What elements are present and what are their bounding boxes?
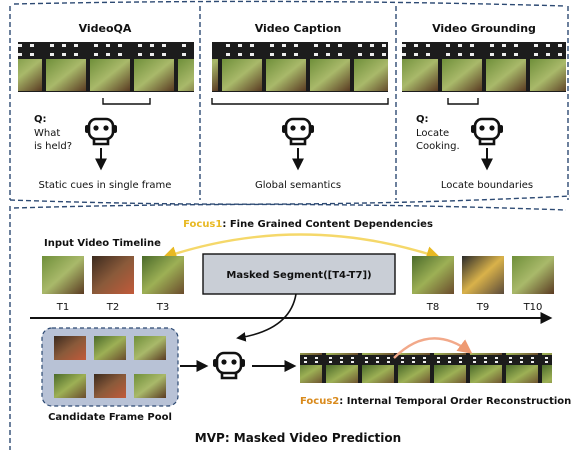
- videoqa-q-line2: is held?: [34, 141, 72, 152]
- candidate-frame: [94, 336, 126, 360]
- mvp-title: MVP: Masked Video Prediction: [195, 431, 401, 445]
- focus1-arc: [162, 233, 441, 261]
- candidate-frame: [134, 336, 166, 360]
- candidate-frame: [94, 374, 126, 398]
- masked-to-robot-arrow: [236, 293, 297, 342]
- videoqa-q-line1: What: [34, 128, 60, 139]
- focus2-arc: [393, 337, 473, 359]
- grounding-q-label: Q:: [416, 114, 429, 125]
- robot-icon: [280, 117, 316, 146]
- frame-thumbnail: [142, 256, 184, 294]
- frame-label-t2: T2: [106, 302, 119, 313]
- frame-label-t8: T8: [426, 302, 439, 313]
- masked-segment-box: [202, 253, 396, 295]
- bottom-section-frame: [9, 203, 567, 450]
- frame-thumbnail: [92, 256, 134, 294]
- frame-thumbnail: [412, 256, 454, 294]
- focus1-text: : Fine Grained Content Dependencies: [222, 219, 433, 230]
- frame-label-t1: T1: [56, 302, 69, 313]
- masked-segment-label: Masked Segment([T4-T7]): [226, 270, 371, 281]
- focus2-tag: Focus2: [300, 396, 339, 407]
- grounding-filmstrip: [402, 42, 566, 92]
- caption-caption: Global semantics: [255, 180, 341, 191]
- caption-bracket: [211, 98, 389, 105]
- candidate-frame: [134, 374, 166, 398]
- video-caption-panel: Video Caption Global semantics: [211, 22, 389, 191]
- timeline-label: Input Video Timeline: [44, 238, 161, 249]
- videoqa-filmstrip: [18, 42, 194, 92]
- frame-thumbnail: [512, 256, 554, 294]
- videoqa-bracket: [102, 98, 151, 105]
- videoqa-caption: Static cues in single frame: [39, 180, 172, 191]
- videoqa-panel: VideoQA Q: What is held? Static cues in …: [18, 22, 194, 191]
- focus2-text: : Internal Temporal Order Reconstruction: [339, 396, 571, 407]
- video-grounding-panel: Video Grounding Q: Locate Cooking. Locat…: [402, 22, 566, 191]
- caption-filmstrip: [212, 42, 388, 92]
- videoqa-q-label: Q:: [34, 114, 47, 125]
- grounding-bracket: [447, 98, 479, 105]
- caption-title: Video Caption: [255, 22, 342, 35]
- focus1-tag: Focus1: [183, 219, 222, 230]
- videoqa-title: VideoQA: [79, 22, 132, 35]
- candidate-frame: [54, 374, 86, 398]
- mvp-section: Focus1: Fine Grained Content Dependencie…: [30, 219, 571, 445]
- frame-thumbnail: [42, 256, 84, 294]
- focus1-label: Focus1: Fine Grained Content Dependencie…: [183, 219, 433, 230]
- candidate-pool-label: Candidate Frame Pool: [48, 412, 172, 423]
- robot-icon: [83, 117, 119, 146]
- focus2-label: Focus2: Internal Temporal Order Reconstr…: [300, 396, 571, 407]
- grounding-q-line2: Cooking.: [416, 141, 460, 152]
- reconstructed-filmstrip: [300, 353, 552, 383]
- frame-label-t10: T10: [523, 302, 543, 313]
- candidate-frame: [54, 336, 86, 360]
- grounding-title: Video Grounding: [432, 22, 536, 35]
- robot-icon: [469, 117, 505, 146]
- grounding-q-line1: Locate: [416, 128, 449, 139]
- frame-label-t3: T3: [156, 302, 169, 313]
- frame-thumbnail: [462, 256, 504, 294]
- grounding-caption: Locate boundaries: [441, 180, 533, 191]
- robot-icon: [211, 351, 247, 380]
- frame-label-t9: T9: [476, 302, 489, 313]
